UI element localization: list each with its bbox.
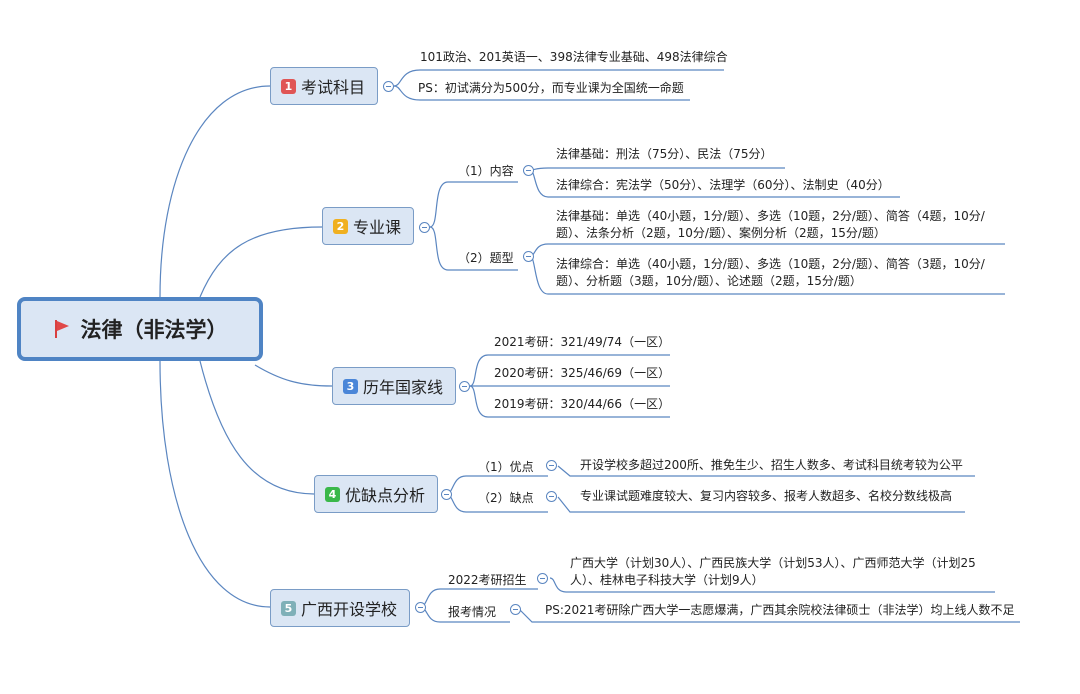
subtopic-question-types[interactable]: （2）题型: [458, 251, 514, 265]
collapse-icon[interactable]: [419, 222, 430, 233]
topic-label: 历年国家线: [363, 378, 444, 397]
collapse-icon[interactable]: [415, 602, 426, 613]
priority-4-badge: 4: [325, 486, 340, 502]
content-item: 法律综合：宪法学（50分）、法理学（60分）、法制史（40分）: [556, 178, 890, 192]
priority-3-badge: 3: [343, 378, 358, 394]
topic-label: 优缺点分析: [345, 486, 426, 505]
priority-2-badge: 2: [333, 218, 348, 234]
collapse-icon[interactable]: [441, 489, 452, 500]
priority-5-badge: 5: [281, 600, 296, 616]
subtopic-pros[interactable]: （1）优点: [478, 460, 534, 474]
root-label: 法律（非法学）: [80, 318, 228, 342]
national-line-item: 2019考研：320/44/66（一区）: [494, 397, 671, 411]
root-topic[interactable]: 法律（非法学）: [17, 297, 263, 361]
topic-label: 考试科目: [301, 78, 366, 97]
topic-exam-subjects[interactable]: 1 考试科目: [270, 67, 379, 105]
topic-guangxi-schools[interactable]: 5 广西开设学校: [270, 589, 411, 627]
question-type-item: 法律综合：单选（40小题，1分/题）、多选（10题，2分/题）、简答（3题，10…: [556, 257, 985, 288]
question-type-item: 法律基础：单选（40小题，1分/题）、多选（10题，2分/题）、简答（4题，10…: [556, 209, 985, 240]
topic-label: 专业课: [353, 218, 402, 237]
national-line-item: 2020考研：325/46/69（一区）: [494, 366, 671, 380]
topic-pros-cons[interactable]: 4 优缺点分析: [314, 475, 439, 513]
content-item: 法律基础：刑法（75分）、民法（75分）: [556, 147, 773, 161]
topic-national-lines[interactable]: 3 历年国家线: [332, 367, 457, 405]
collapse-icon[interactable]: [546, 460, 557, 471]
subtopic-application-status[interactable]: 报考情况: [448, 605, 497, 619]
enrollment-text: 广西大学（计划30人）、广西民族大学（计划53人）、广西师范大学（计划25人）、…: [570, 556, 976, 587]
red-flag-icon: [54, 320, 69, 338]
collapse-icon[interactable]: [459, 381, 470, 392]
cons-text: 专业课试题难度较大、复习内容较多、报考人数超多、名校分数线极高: [580, 489, 953, 503]
national-line-item: 2021考研：321/49/74（一区）: [494, 335, 671, 349]
application-status-text: PS:2021考研除广西大学一志愿爆满，广西其余院校法律硕士（非法学）均上线人数…: [545, 603, 1015, 617]
topic-major-course[interactable]: 2 专业课: [322, 207, 415, 245]
collapse-icon[interactable]: [510, 604, 521, 615]
collapse-icon[interactable]: [537, 573, 548, 584]
collapse-icon[interactable]: [523, 165, 534, 176]
subtopic-content[interactable]: （1）内容: [458, 164, 514, 178]
exam-subjects-text: 101政治、201英语一、398法律专业基础、498法律综合: [420, 50, 728, 64]
exam-ps-text: PS：初试满分为500分，而专业课为全国统一命题: [418, 81, 684, 95]
subtopic-cons[interactable]: （2）缺点: [478, 491, 534, 505]
collapse-icon[interactable]: [523, 251, 534, 262]
pros-text: 开设学校多超过200所、推免生少、招生人数多、考试科目统考较为公平: [580, 458, 963, 472]
priority-1-badge: 1: [281, 78, 296, 94]
topic-label: 广西开设学校: [301, 600, 398, 619]
subtopic-enrollment[interactable]: 2022考研招生: [448, 573, 527, 587]
collapse-icon[interactable]: [383, 81, 394, 92]
collapse-icon[interactable]: [546, 491, 557, 502]
